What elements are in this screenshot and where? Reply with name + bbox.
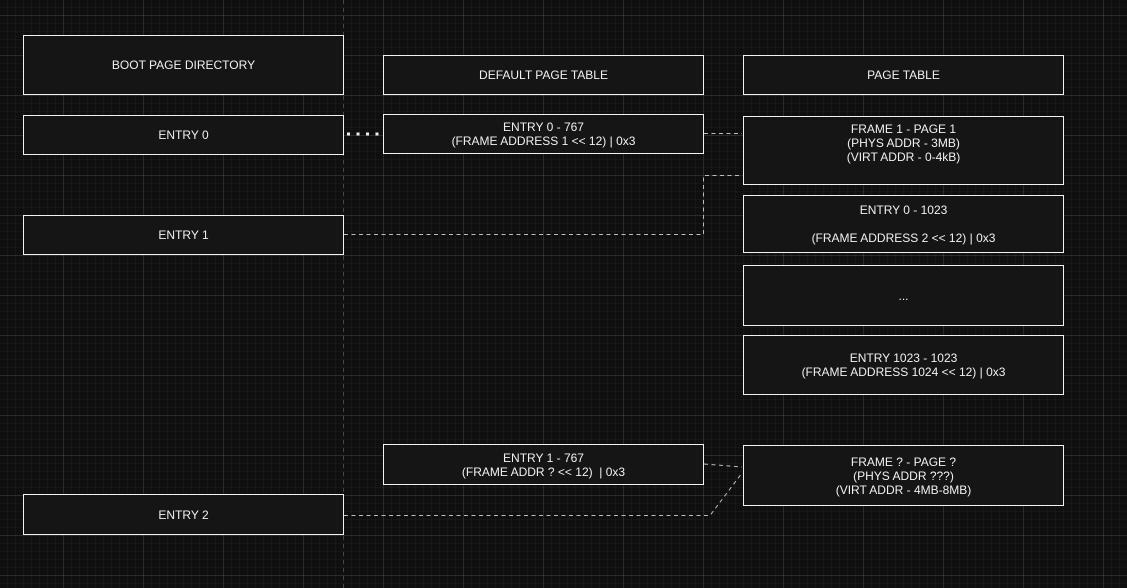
box-label: ... — [898, 288, 909, 303]
box-sublabel: (FRAME ADDRESS 1 << 12) | 0x3 — [451, 134, 636, 148]
box-pt-ellipsis[interactable]: ... — [743, 265, 1064, 326]
box-entry1[interactable]: ENTRY 1 — [23, 215, 344, 255]
box-label: BOOT PAGE DIRECTORY — [111, 58, 256, 72]
box-sublabel: (VIRT ADDR - 4MB-8MB) — [835, 482, 972, 497]
connector-default-entry1-to-frameq[interactable] — [703, 463, 743, 468]
box-label: DEFAULT PAGE TABLE — [479, 68, 608, 82]
box-label: ENTRY 0 — [158, 128, 209, 142]
box-sublabel: (VIRT ADDR - 0-4kB) — [846, 150, 961, 164]
box-boot-page-directory-header[interactable]: BOOT PAGE DIRECTORY — [23, 35, 344, 95]
box-label: ENTRY 1 - 767 — [503, 450, 584, 465]
box-label: FRAME ? - PAGE ? — [850, 454, 957, 469]
box-pt-entry0-1023[interactable]: ENTRY 0 - 1023 (FRAME ADDRESS 2 << 12) |… — [743, 195, 1064, 253]
box-sublabel: (FRAME ADDRESS 2 << 12) | 0x3 — [811, 231, 996, 245]
box-sublabel: (PHYS ADDR ???) — [853, 468, 954, 483]
box-sublabel: (PHYS ADDR - 3MB) — [847, 136, 960, 150]
box-sublabel: (FRAME ADDRESS 1024 << 12) | 0x3 — [801, 365, 1006, 379]
box-entry0[interactable]: ENTRY 0 — [23, 115, 344, 155]
box-frame1-page1[interactable]: FRAME 1 - PAGE 1 (PHYS ADDR - 3MB) (VIRT… — [743, 116, 1064, 185]
box-default-page-table-header[interactable]: DEFAULT PAGE TABLE — [383, 55, 704, 95]
box-pt-entry1023-1023[interactable]: ENTRY 1023 - 1023 (FRAME ADDRESS 1024 <<… — [743, 335, 1064, 395]
connector-entry1-to-page-table[interactable] — [344, 175, 742, 235]
connector-entry2-to-frameq[interactable] — [344, 472, 743, 516]
box-sublabel: (FRAME ADDR ? << 12) | 0x3 — [461, 464, 626, 479]
box-page-table-header[interactable]: PAGE TABLE — [743, 55, 1064, 95]
box-label: ENTRY 0 - 1023 — [859, 203, 948, 217]
box-label: ENTRY 1023 - 1023 — [849, 351, 958, 365]
box-label: ENTRY 1 — [158, 228, 209, 242]
box-entry2[interactable]: ENTRY 2 — [23, 494, 344, 535]
box-default-entry0-767[interactable]: ENTRY 0 - 767 (FRAME ADDRESS 1 << 12) | … — [383, 114, 704, 154]
box-default-entry1-767[interactable]: ENTRY 1 - 767 (FRAME ADDR ? << 12) | 0x3 — [383, 444, 704, 485]
box-label: ENTRY 0 - 767 — [503, 120, 584, 134]
box-frameq-pageq[interactable]: FRAME ? - PAGE ? (PHYS ADDR ???) (VIRT A… — [743, 445, 1064, 506]
box-label: PAGE TABLE — [867, 68, 940, 82]
box-label: ENTRY 2 — [158, 507, 209, 522]
box-label: FRAME 1 - PAGE 1 — [850, 122, 957, 136]
